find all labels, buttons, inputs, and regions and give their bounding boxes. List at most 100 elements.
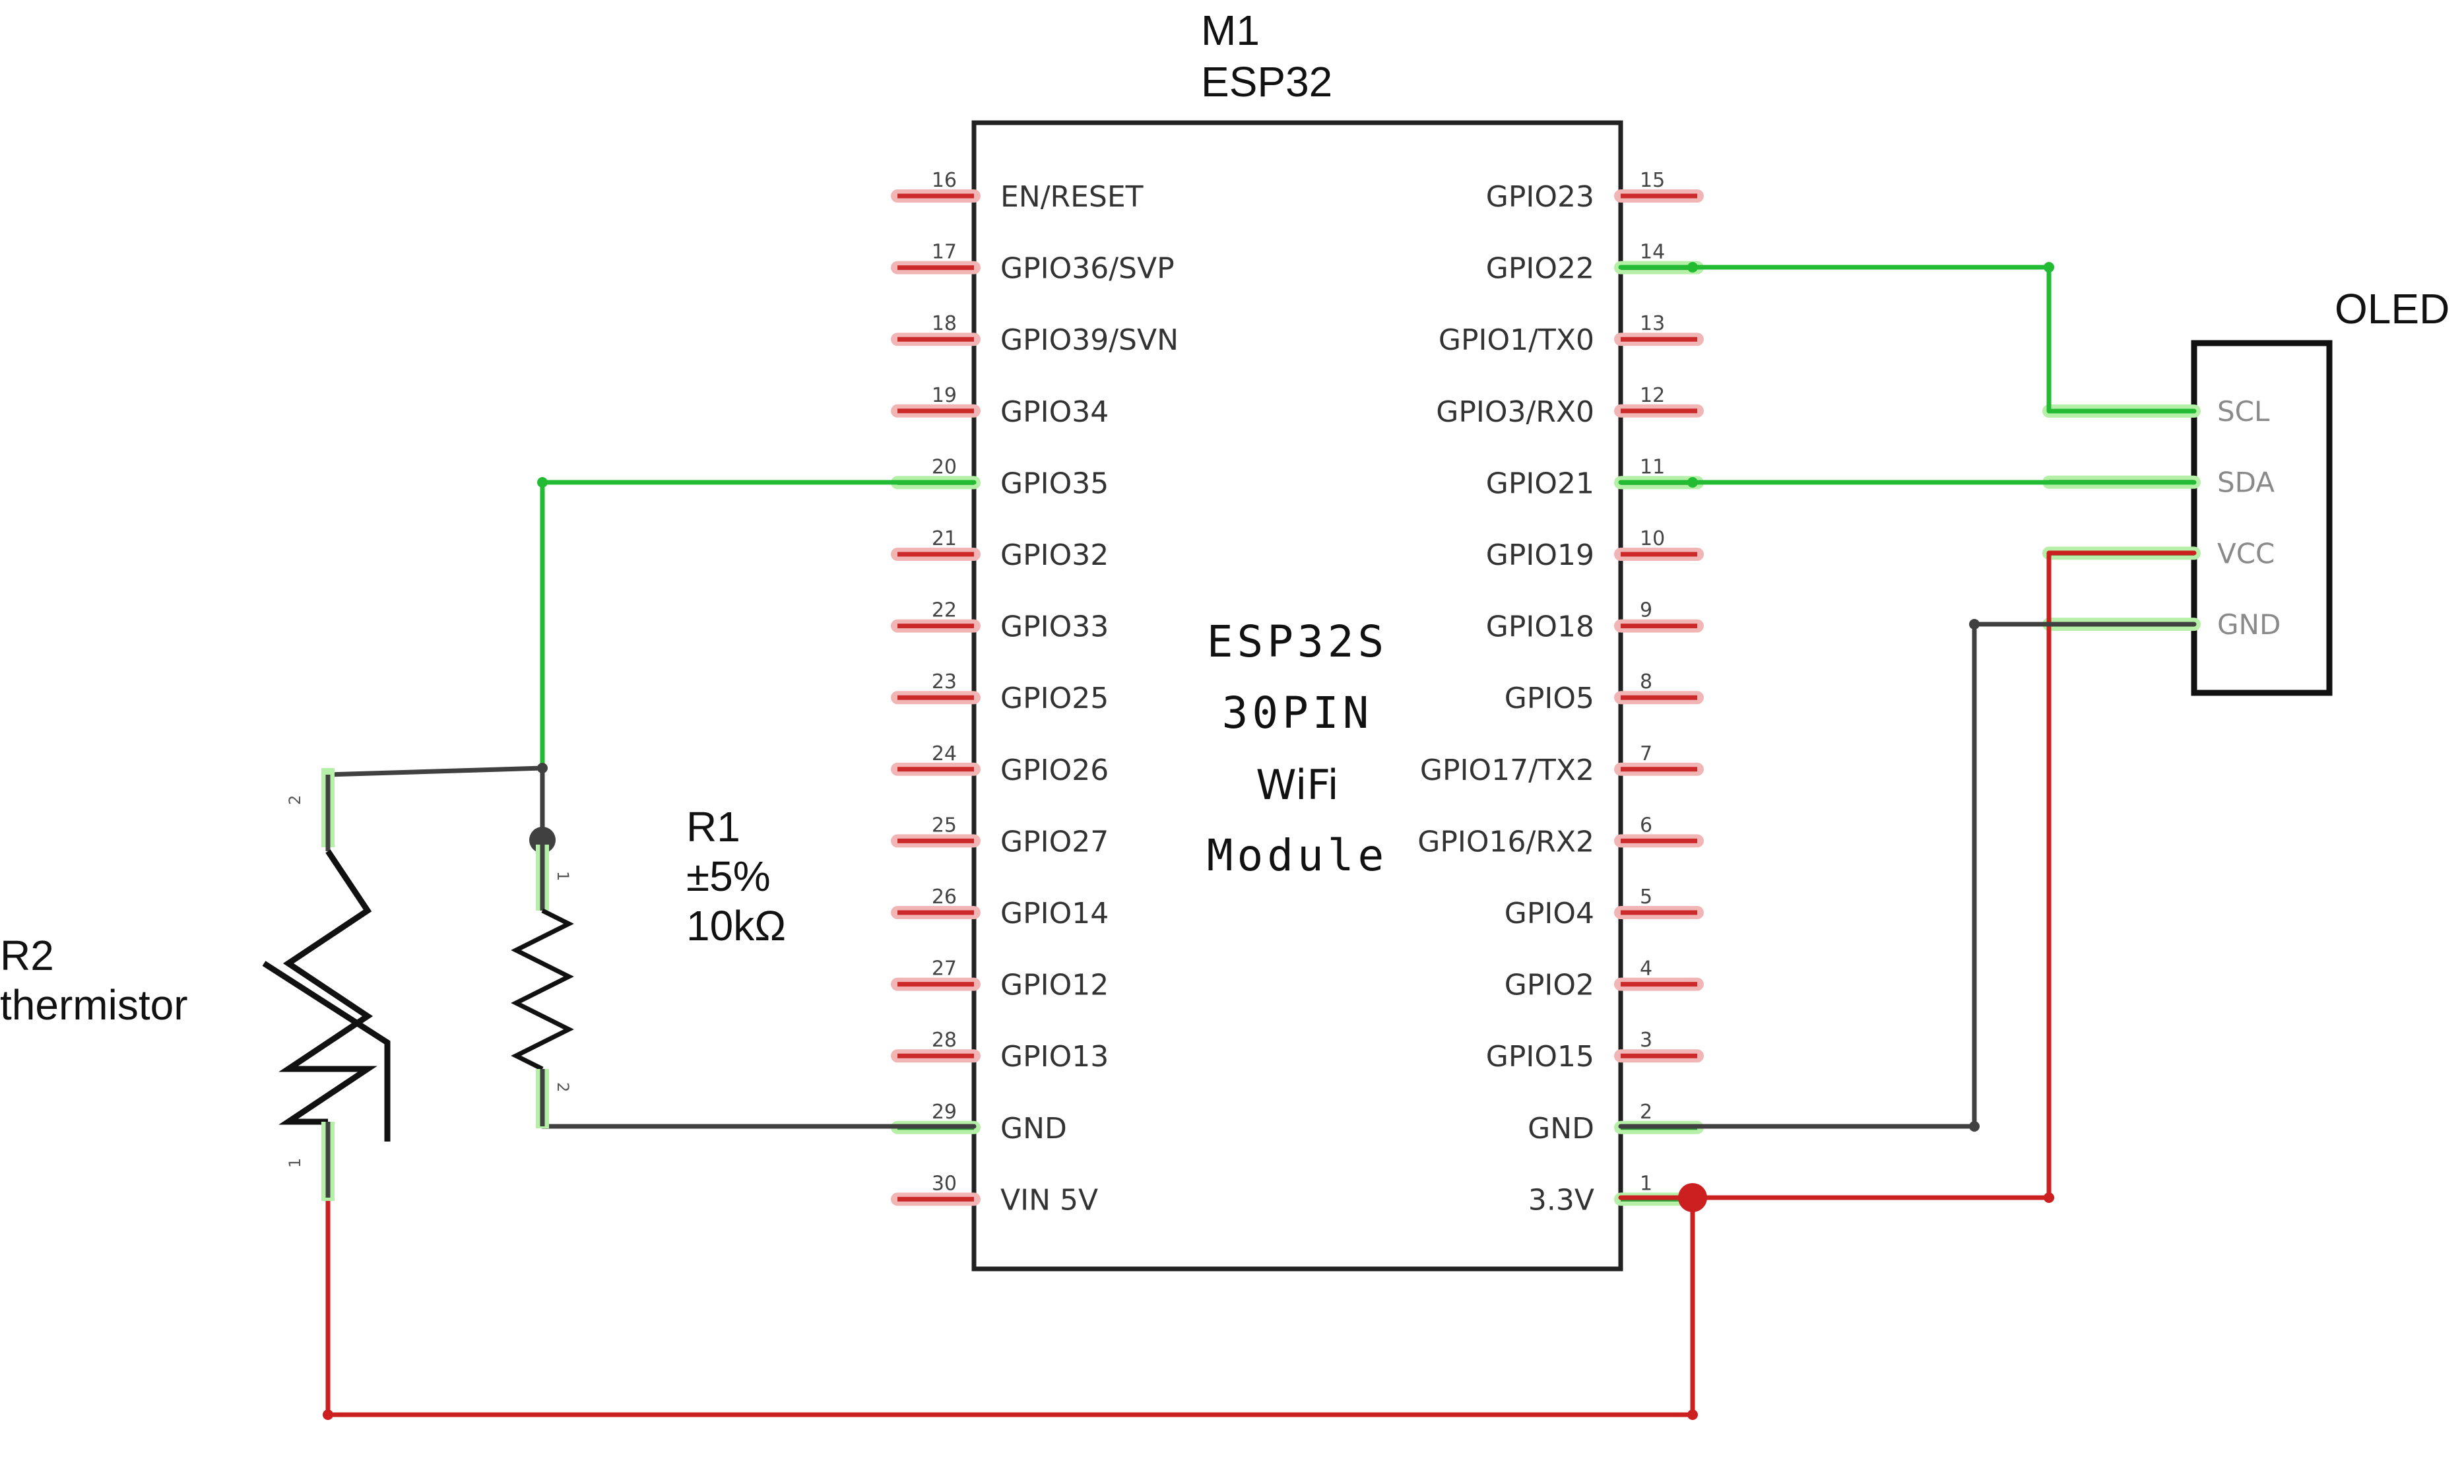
pin-name: GPIO39/SVN xyxy=(1000,323,1179,357)
pin-number: 3 xyxy=(1640,1029,1652,1052)
pin-number: 12 xyxy=(1640,384,1665,407)
pin-number: 16 xyxy=(932,169,957,192)
oled-pin-label: GND xyxy=(2217,608,2281,641)
pin-number: 1 xyxy=(1640,1172,1652,1195)
r1-tolerance-label: ±5% xyxy=(686,853,771,900)
thermistor-r2: 2 1 R2 thermistor xyxy=(0,768,391,1201)
pin-name: GND xyxy=(1000,1112,1067,1145)
pin-number: 6 xyxy=(1640,814,1652,837)
junction-dot-large xyxy=(1678,1183,1707,1212)
r2-ref-label: R2 xyxy=(0,932,54,979)
pin-number: 10 xyxy=(1640,527,1665,550)
pin-name: GPIO26 xyxy=(1000,754,1109,787)
pin-number: 9 xyxy=(1640,599,1652,622)
r2-pin-bottom-number: 1 xyxy=(286,1158,304,1168)
esp32-right-pins: 15GPIO2314GPIO2213GPIO1/TX012GPIO3/RX011… xyxy=(1417,169,1704,1217)
pin-name: GPIO22 xyxy=(1486,252,1594,286)
pin-name: GPIO5 xyxy=(1505,682,1594,715)
pin-name: GPIO14 xyxy=(1000,897,1109,930)
pin-name: GPIO35 xyxy=(1000,467,1109,500)
pin-name: VIN 5V xyxy=(1000,1183,1098,1217)
oled-body xyxy=(2191,340,2333,696)
pin-number: 11 xyxy=(1640,455,1665,478)
pin-number: 14 xyxy=(1640,241,1665,264)
esp32-chip-text: ESP32S 30PIN WiFi Module xyxy=(1207,616,1388,881)
oled-pin-label: SDA xyxy=(2217,467,2275,499)
pin-number: 27 xyxy=(932,957,957,981)
wire-node-r2-top xyxy=(325,765,545,777)
pin-number: 7 xyxy=(1640,742,1652,765)
r1-pin-top-number: 1 xyxy=(554,871,572,881)
pin-number: 26 xyxy=(932,886,957,909)
pin-name: GPIO18 xyxy=(1486,610,1594,644)
chip-text-line-1: ESP32S xyxy=(1207,616,1388,667)
pin-number: 13 xyxy=(1640,312,1665,335)
r2-thermistor-slash xyxy=(262,961,391,1142)
pin-number: 4 xyxy=(1640,957,1652,981)
pin-name: GPIO15 xyxy=(1486,1040,1594,1074)
pin-name: GPIO13 xyxy=(1000,1040,1109,1074)
junction-dot xyxy=(323,1409,333,1420)
pin-number: 8 xyxy=(1640,670,1652,694)
pin-name: 3.3V xyxy=(1528,1183,1594,1217)
pin-number: 17 xyxy=(932,241,957,264)
pin-number: 24 xyxy=(932,742,957,765)
pin-name: GPIO16/RX2 xyxy=(1417,825,1594,858)
r1-zigzag xyxy=(511,908,574,1072)
pin-name: GPIO4 xyxy=(1505,897,1594,930)
wire-gpio22-scl xyxy=(1618,265,2197,414)
junction-dot xyxy=(1687,1409,1698,1420)
r1-pin-bottom-number: 2 xyxy=(554,1082,572,1092)
oled-module: OLED SCL SDA VCC GND xyxy=(2042,285,2449,696)
wire-gnd-oled-gnd xyxy=(1618,622,2197,1129)
chip-text-line-3: WiFi xyxy=(1256,761,1339,809)
pin-name: GPIO12 xyxy=(1000,969,1109,1002)
pin-number: 25 xyxy=(932,814,957,837)
pin-name: GPIO27 xyxy=(1000,825,1109,858)
pin-number: 30 xyxy=(932,1172,957,1195)
junction-dot xyxy=(537,763,548,773)
pin-number: 18 xyxy=(932,312,957,335)
junction-dot xyxy=(1969,1121,1980,1132)
junction-dot xyxy=(2044,262,2054,273)
junction-dot xyxy=(537,477,548,488)
pin-number: 19 xyxy=(932,384,957,407)
pin-name: GPIO36/SVP xyxy=(1000,252,1175,286)
wire-3v3-vcc xyxy=(1618,550,2197,1200)
junction-dot xyxy=(1969,619,1980,629)
oled-name-label: OLED xyxy=(2335,285,2449,333)
pin-name: GPIO32 xyxy=(1000,538,1109,572)
junction-dot xyxy=(2044,1192,2054,1203)
wire-r2-3v3 xyxy=(325,1195,1695,1417)
r1-ref-label: R1 xyxy=(686,803,740,851)
junction-dot xyxy=(1687,262,1698,273)
pin-name: EN/RESET xyxy=(1000,180,1144,214)
pin-number: 20 xyxy=(932,455,957,478)
pin-name: GPIO25 xyxy=(1000,682,1109,715)
oled-pin-label: VCC xyxy=(2217,537,2275,569)
r2-type-label: thermistor xyxy=(0,981,188,1029)
pin-name: GND xyxy=(1528,1112,1594,1145)
pin-number: 15 xyxy=(1640,169,1665,192)
esp32-body xyxy=(971,120,1623,1272)
pin-name: GPIO17/TX2 xyxy=(1420,754,1594,787)
chip-text-line-2: 30PIN xyxy=(1222,688,1373,738)
r1-value-label: 10kΩ xyxy=(686,902,786,950)
pin-number: 29 xyxy=(932,1101,957,1124)
pin-number: 23 xyxy=(932,670,957,694)
r2-zigzag xyxy=(278,849,377,1125)
pin-number: 28 xyxy=(932,1029,957,1052)
pin-number: 21 xyxy=(932,527,957,550)
r2-pin-top-number: 2 xyxy=(286,795,304,805)
pin-number: 2 xyxy=(1640,1101,1652,1124)
oled-pin-label: SCL xyxy=(2217,395,2270,428)
pin-number: 22 xyxy=(932,599,957,622)
esp32-ref-label: M1 xyxy=(1201,7,1260,54)
pin-number: 5 xyxy=(1640,886,1652,909)
pin-name: GPIO3/RX0 xyxy=(1436,395,1594,429)
pin-name: GPIO19 xyxy=(1486,538,1594,572)
resistor-r1: 1 2 R1 ±5% 10kΩ xyxy=(511,803,786,1128)
